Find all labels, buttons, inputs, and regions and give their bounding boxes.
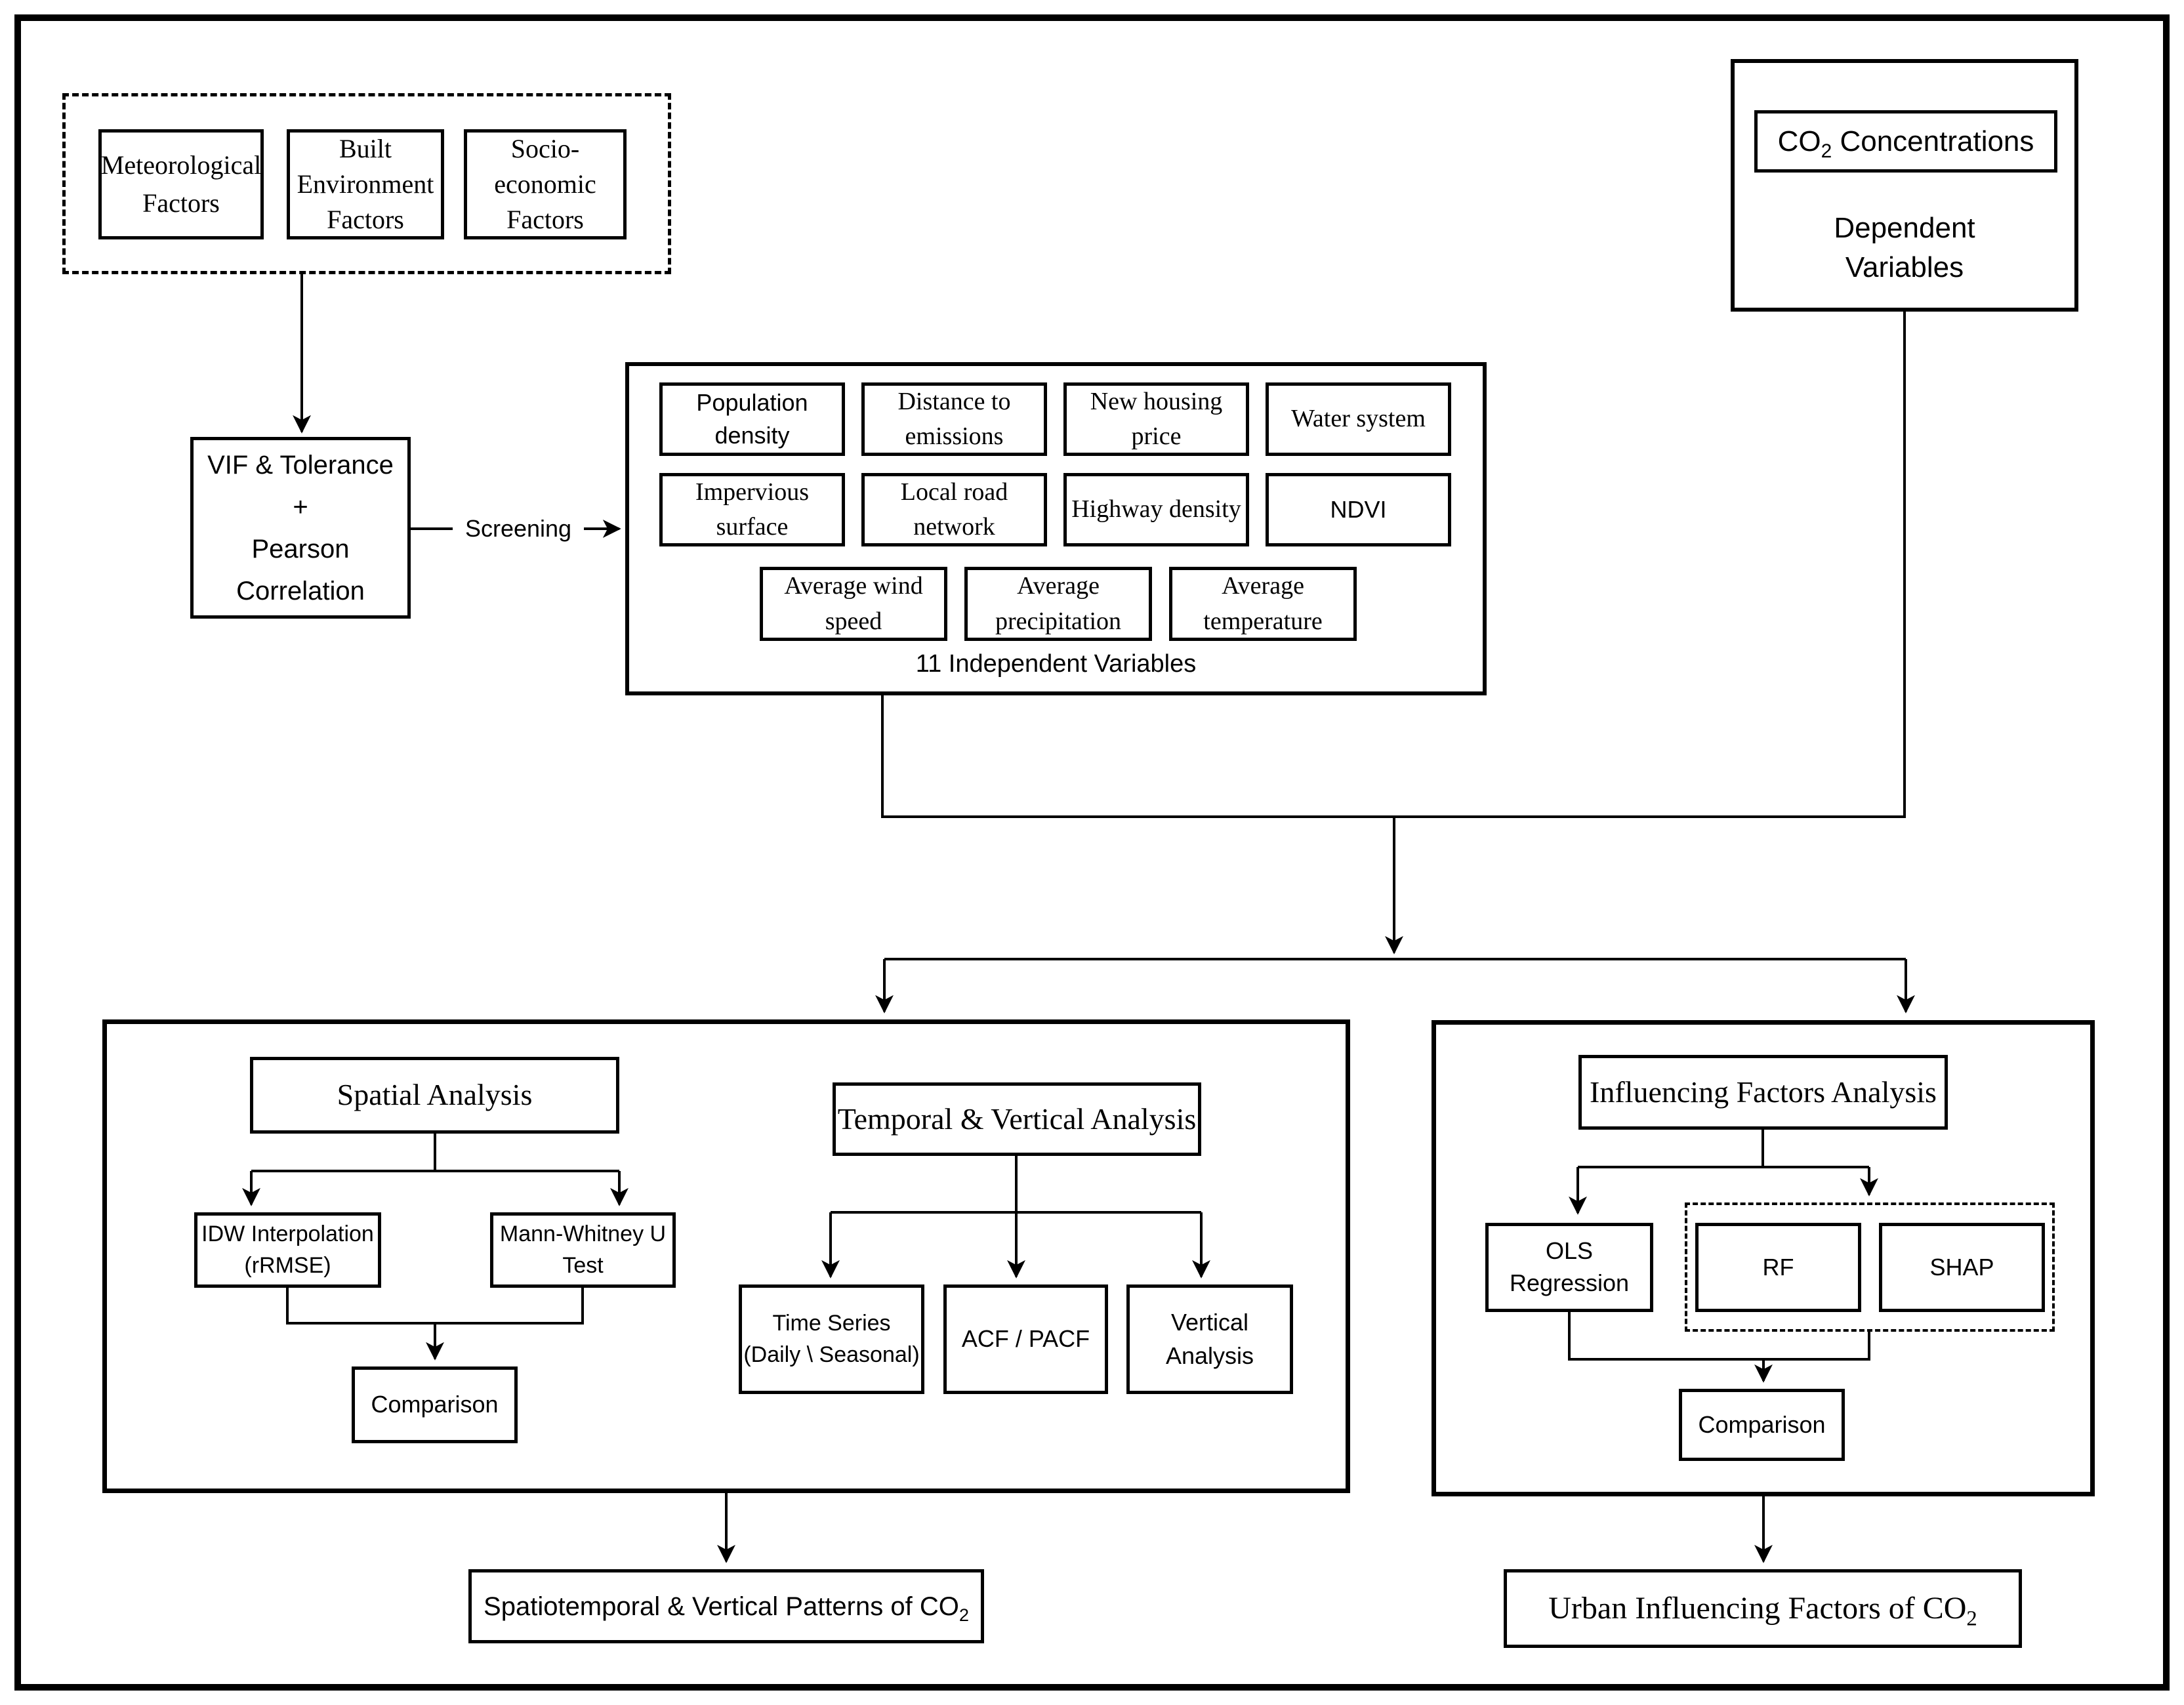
node-comparison-spatial: Comparison: [352, 1366, 518, 1443]
node-average-precipitation: Average precipitation: [964, 567, 1152, 641]
node-meteorological-factors: Meteorological Factors: [98, 129, 264, 239]
node-highway-density: Highway density: [1063, 473, 1249, 546]
node-idw-interpolation: IDW Interpolation (rRMSE): [194, 1212, 381, 1288]
node-rf: RF: [1695, 1223, 1861, 1312]
node-spatial-analysis-header: Spatial Analysis: [250, 1057, 619, 1134]
box-dependent-variables: [1731, 59, 2078, 312]
node-shap: SHAP: [1879, 1223, 2045, 1312]
node-local-road-network: Local road network: [861, 473, 1047, 546]
node-output-urban-influencing-factors: Urban Influencing Factors of CO2: [1504, 1569, 2022, 1648]
node-impervious-surface: Impervious surface: [659, 473, 845, 546]
node-vertical-analysis: Vertical Analysis: [1126, 1284, 1293, 1394]
label-screening: Screening: [453, 510, 584, 547]
node-water-system: Water system: [1266, 382, 1451, 456]
node-ndvi: NDVI: [1266, 473, 1451, 546]
node-comparison-influencing: Comparison: [1679, 1389, 1845, 1461]
outer-border: [14, 14, 2170, 1691]
node-distance-to-emissions: Distance to emissions: [861, 382, 1047, 456]
node-co2-concentrations: CO2 Concentrations: [1754, 110, 2057, 173]
node-new-housing-price: New housing price: [1063, 382, 1249, 456]
node-output-spatiotemporal-patterns: Spatiotemporal & Vertical Patterns of CO…: [468, 1569, 984, 1643]
node-socioeconomic-factors: Socio- economic Factors: [464, 129, 627, 239]
node-acf-pacf: ACF / PACF: [943, 1284, 1108, 1394]
node-influencing-factors-header: Influencing Factors Analysis: [1578, 1055, 1948, 1130]
node-mann-whitney-u-test: Mann-Whitney U Test: [490, 1212, 676, 1288]
node-vif-tolerance-pearson: VIF & Tolerance + Pearson Correlation: [190, 437, 411, 619]
node-average-wind-speed: Average wind speed: [760, 567, 947, 641]
label-dependent-variables: Dependent Variables: [1834, 212, 1975, 283]
node-built-environment-factors: Built Environment Factors: [287, 129, 444, 239]
caption-independent-variables: 11 Independent Variables: [915, 650, 1197, 678]
node-temporal-vertical-header: Temporal & Vertical Analysis: [833, 1082, 1201, 1156]
node-ols-regression: OLS Regression: [1485, 1223, 1653, 1312]
node-population-density: Population density: [659, 382, 845, 456]
node-average-temperature: Average temperature: [1169, 567, 1357, 641]
node-time-series: Time Series (Daily \ Seasonal): [739, 1284, 924, 1394]
